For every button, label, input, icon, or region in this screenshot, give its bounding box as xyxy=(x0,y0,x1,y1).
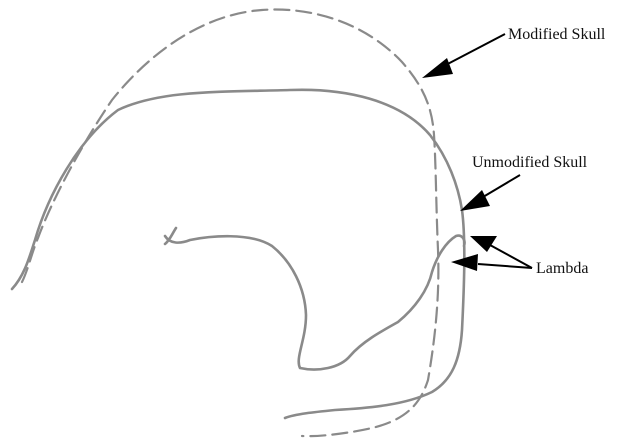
modified-skull-outline xyxy=(22,10,438,437)
unmodified-skull-outline xyxy=(12,90,464,418)
modified-skull-label: Modified Skull xyxy=(508,26,606,43)
unmodified-skull-label: Unmodified Skull xyxy=(472,154,588,171)
arrow-unmodified xyxy=(460,175,520,211)
lambda-label: Lambda xyxy=(536,260,588,277)
arrow-modified xyxy=(422,34,505,78)
inner-cranial-contour xyxy=(165,236,465,370)
